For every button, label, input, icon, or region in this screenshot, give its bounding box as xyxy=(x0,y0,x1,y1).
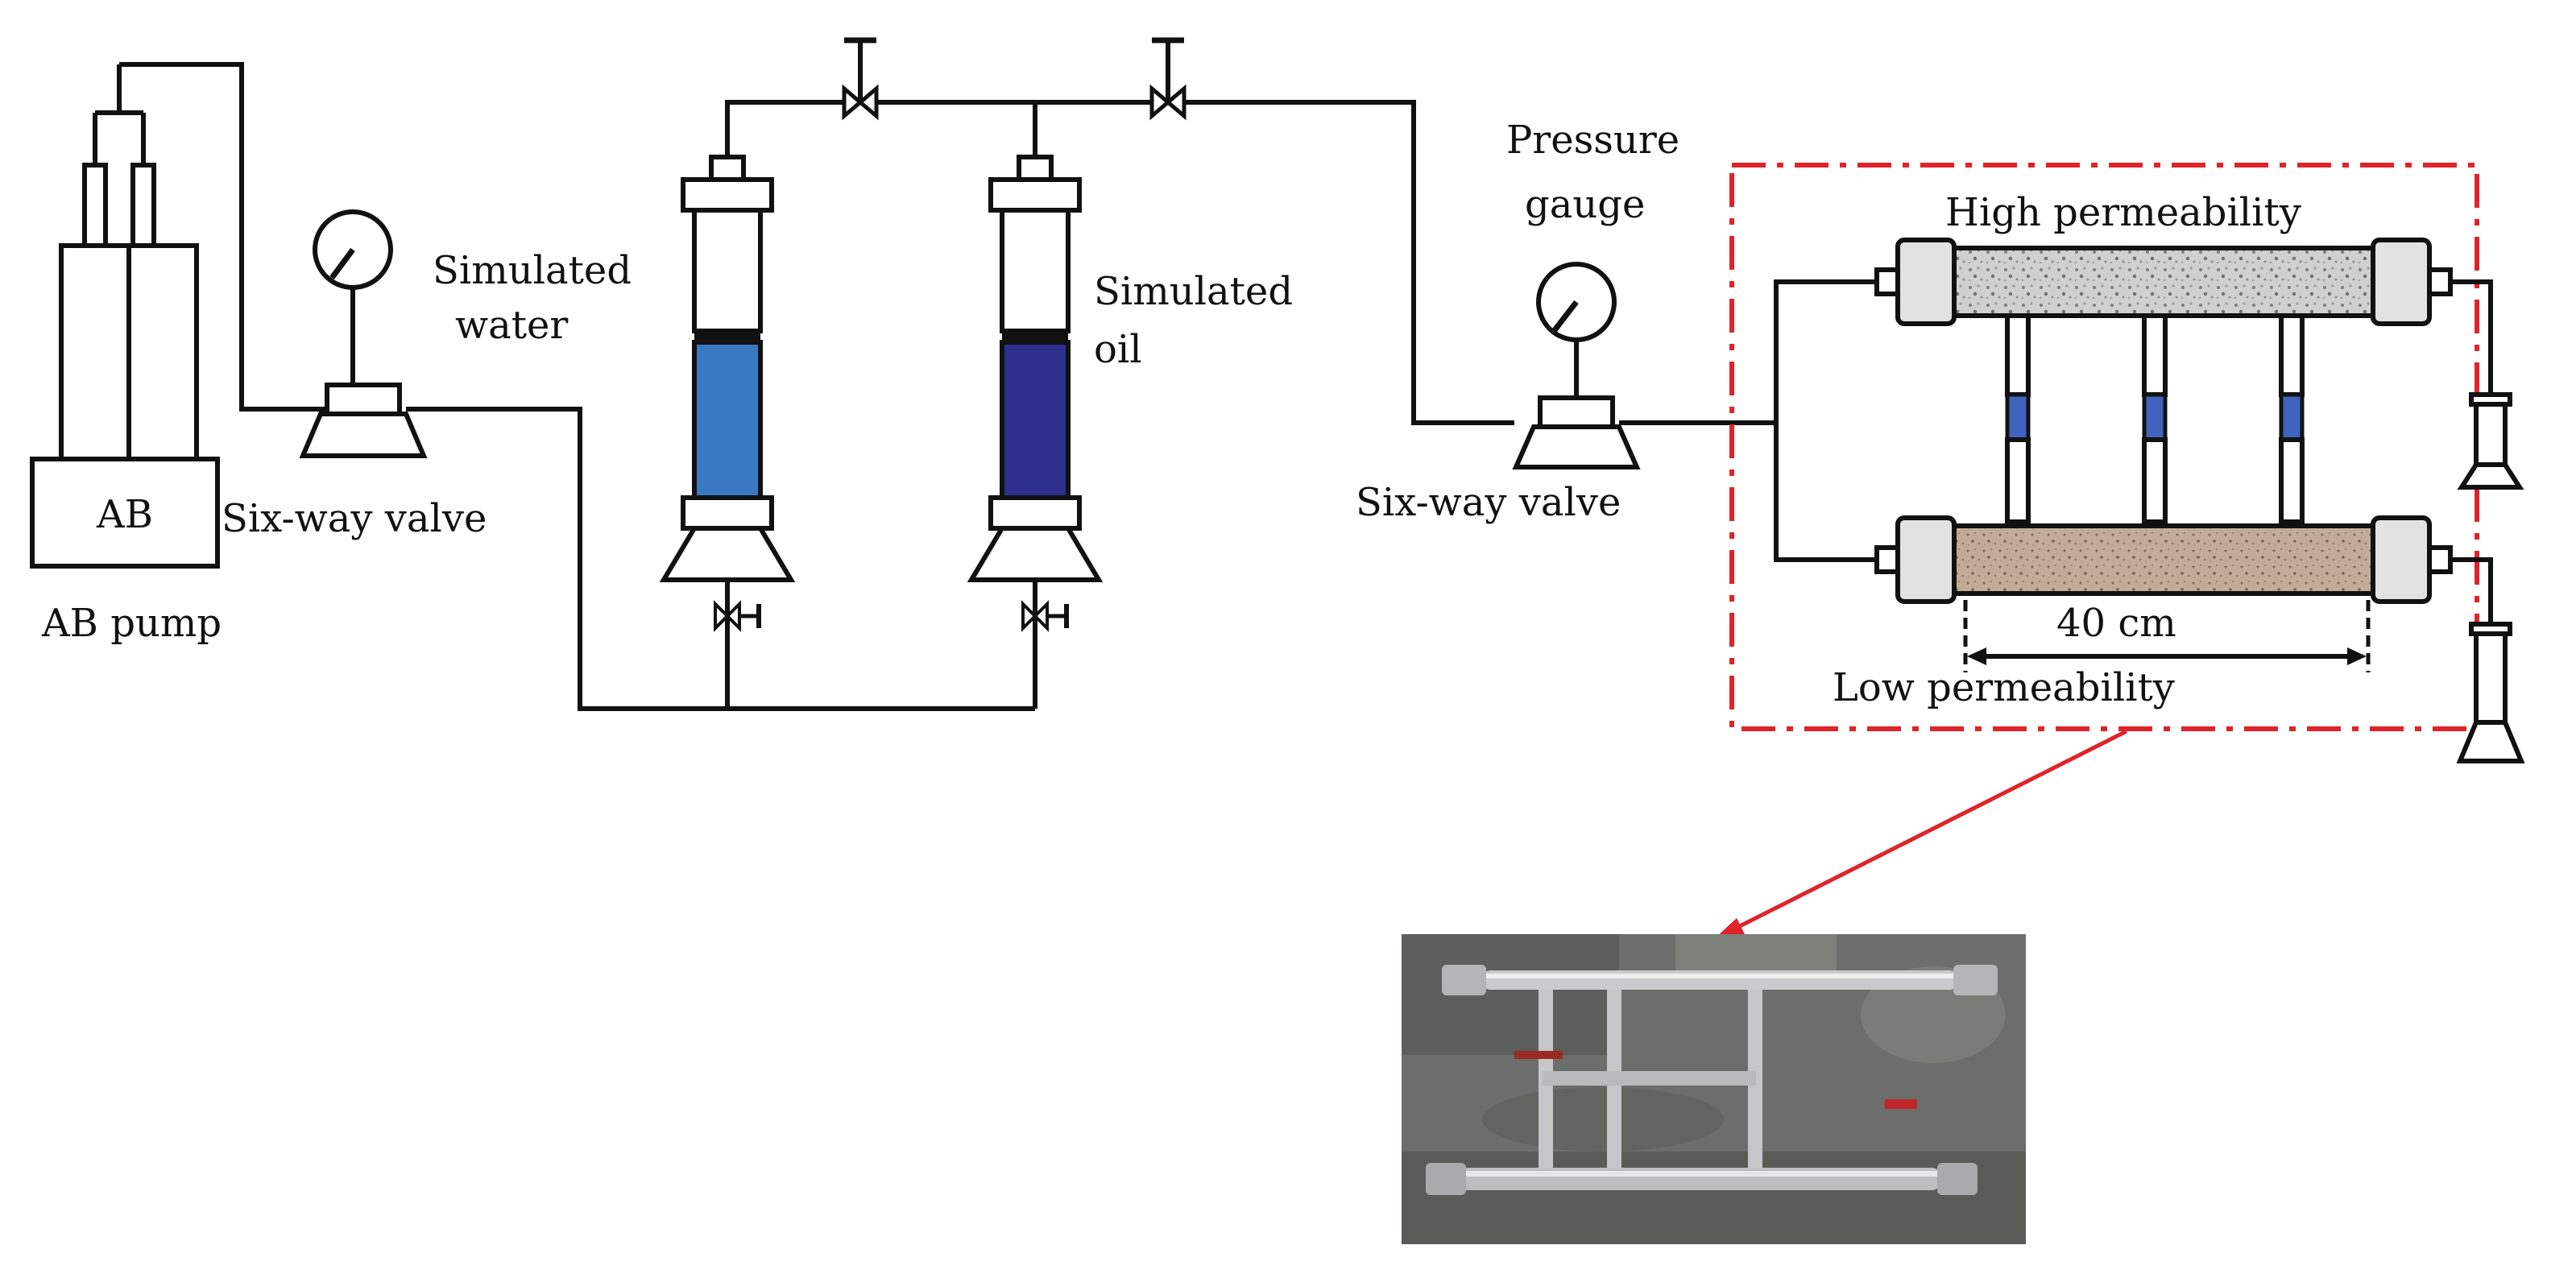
six-way-valve-right-label: Six-way valve xyxy=(1356,480,1621,525)
pressure-gauge-right xyxy=(1536,262,1617,399)
six-way-valve-left xyxy=(299,383,428,458)
simulated-oil-cylinder xyxy=(967,155,1104,648)
connecting-tubes xyxy=(2005,313,2305,524)
needle-valve-1 xyxy=(842,37,879,121)
needle-valve-2 xyxy=(1149,37,1187,121)
high-permeability-label: High permeability xyxy=(1945,190,2301,235)
simulated-water-label-line1: Simulated xyxy=(433,248,632,293)
callout-arrow xyxy=(1714,729,2128,939)
simulated-oil-label-line1: Simulated xyxy=(1094,269,1293,314)
simulated-water-label-line2: water xyxy=(455,303,568,348)
ab-pump: AB AB pump xyxy=(30,62,338,646)
collection-tube-low xyxy=(2456,622,2525,763)
water-fill xyxy=(692,340,763,500)
length-label: 40 cm xyxy=(2056,601,2176,646)
collection-tube-high xyxy=(2457,392,2524,490)
pressure-gauge-left xyxy=(313,209,393,387)
simulated-oil-label-line2: oil xyxy=(1094,327,1142,372)
pressure-gauge-label-line1: Pressure xyxy=(1506,118,1679,163)
low-permeability-core xyxy=(1874,515,2453,604)
six-way-valve-left-label: Six-way valve xyxy=(222,496,487,541)
ab-pump-label: AB pump xyxy=(41,601,222,646)
ab-box-label: AB xyxy=(96,492,153,537)
apparatus-photo xyxy=(1402,934,2026,1244)
length-dimension xyxy=(1963,600,2371,672)
low-permeability-label: Low permeability xyxy=(1833,665,2175,710)
high-permeability-core xyxy=(1874,238,2453,326)
oil-fill xyxy=(1000,340,1071,500)
simulated-water-cylinder xyxy=(659,155,796,648)
six-way-valve-right xyxy=(1512,395,1641,469)
pressure-gauge-label-line2: gauge xyxy=(1525,182,1645,227)
